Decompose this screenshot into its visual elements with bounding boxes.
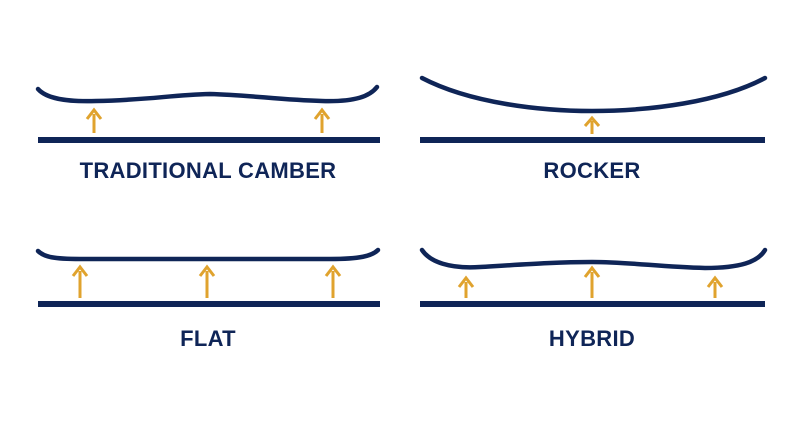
profile-rocker: ROCKER <box>419 75 768 183</box>
profile-traditional-camber: TRADITIONAL CAMBER <box>35 84 380 183</box>
arrow-3-icon <box>706 275 724 298</box>
board-curve <box>35 247 381 262</box>
arrow-1-icon <box>85 107 103 133</box>
profile-hybrid: HYBRID <box>419 247 768 351</box>
arrow-2-icon <box>313 107 331 133</box>
arrow-3-icon <box>324 264 342 298</box>
profile-label: FLAT <box>180 326 236 351</box>
arrow-1-icon <box>71 264 89 298</box>
profile-label: HYBRID <box>549 326 635 351</box>
profile-label: ROCKER <box>543 158 640 183</box>
arrow-2-icon <box>583 265 601 298</box>
board-curve <box>35 84 380 104</box>
arrow-2-icon <box>198 264 216 298</box>
board-curve <box>419 247 768 271</box>
board-curve <box>419 75 768 114</box>
arrow-1-icon <box>457 275 475 298</box>
profile-flat: FLAT <box>35 247 381 351</box>
arrow-1-icon <box>583 115 601 134</box>
profile-label: TRADITIONAL CAMBER <box>80 158 337 183</box>
